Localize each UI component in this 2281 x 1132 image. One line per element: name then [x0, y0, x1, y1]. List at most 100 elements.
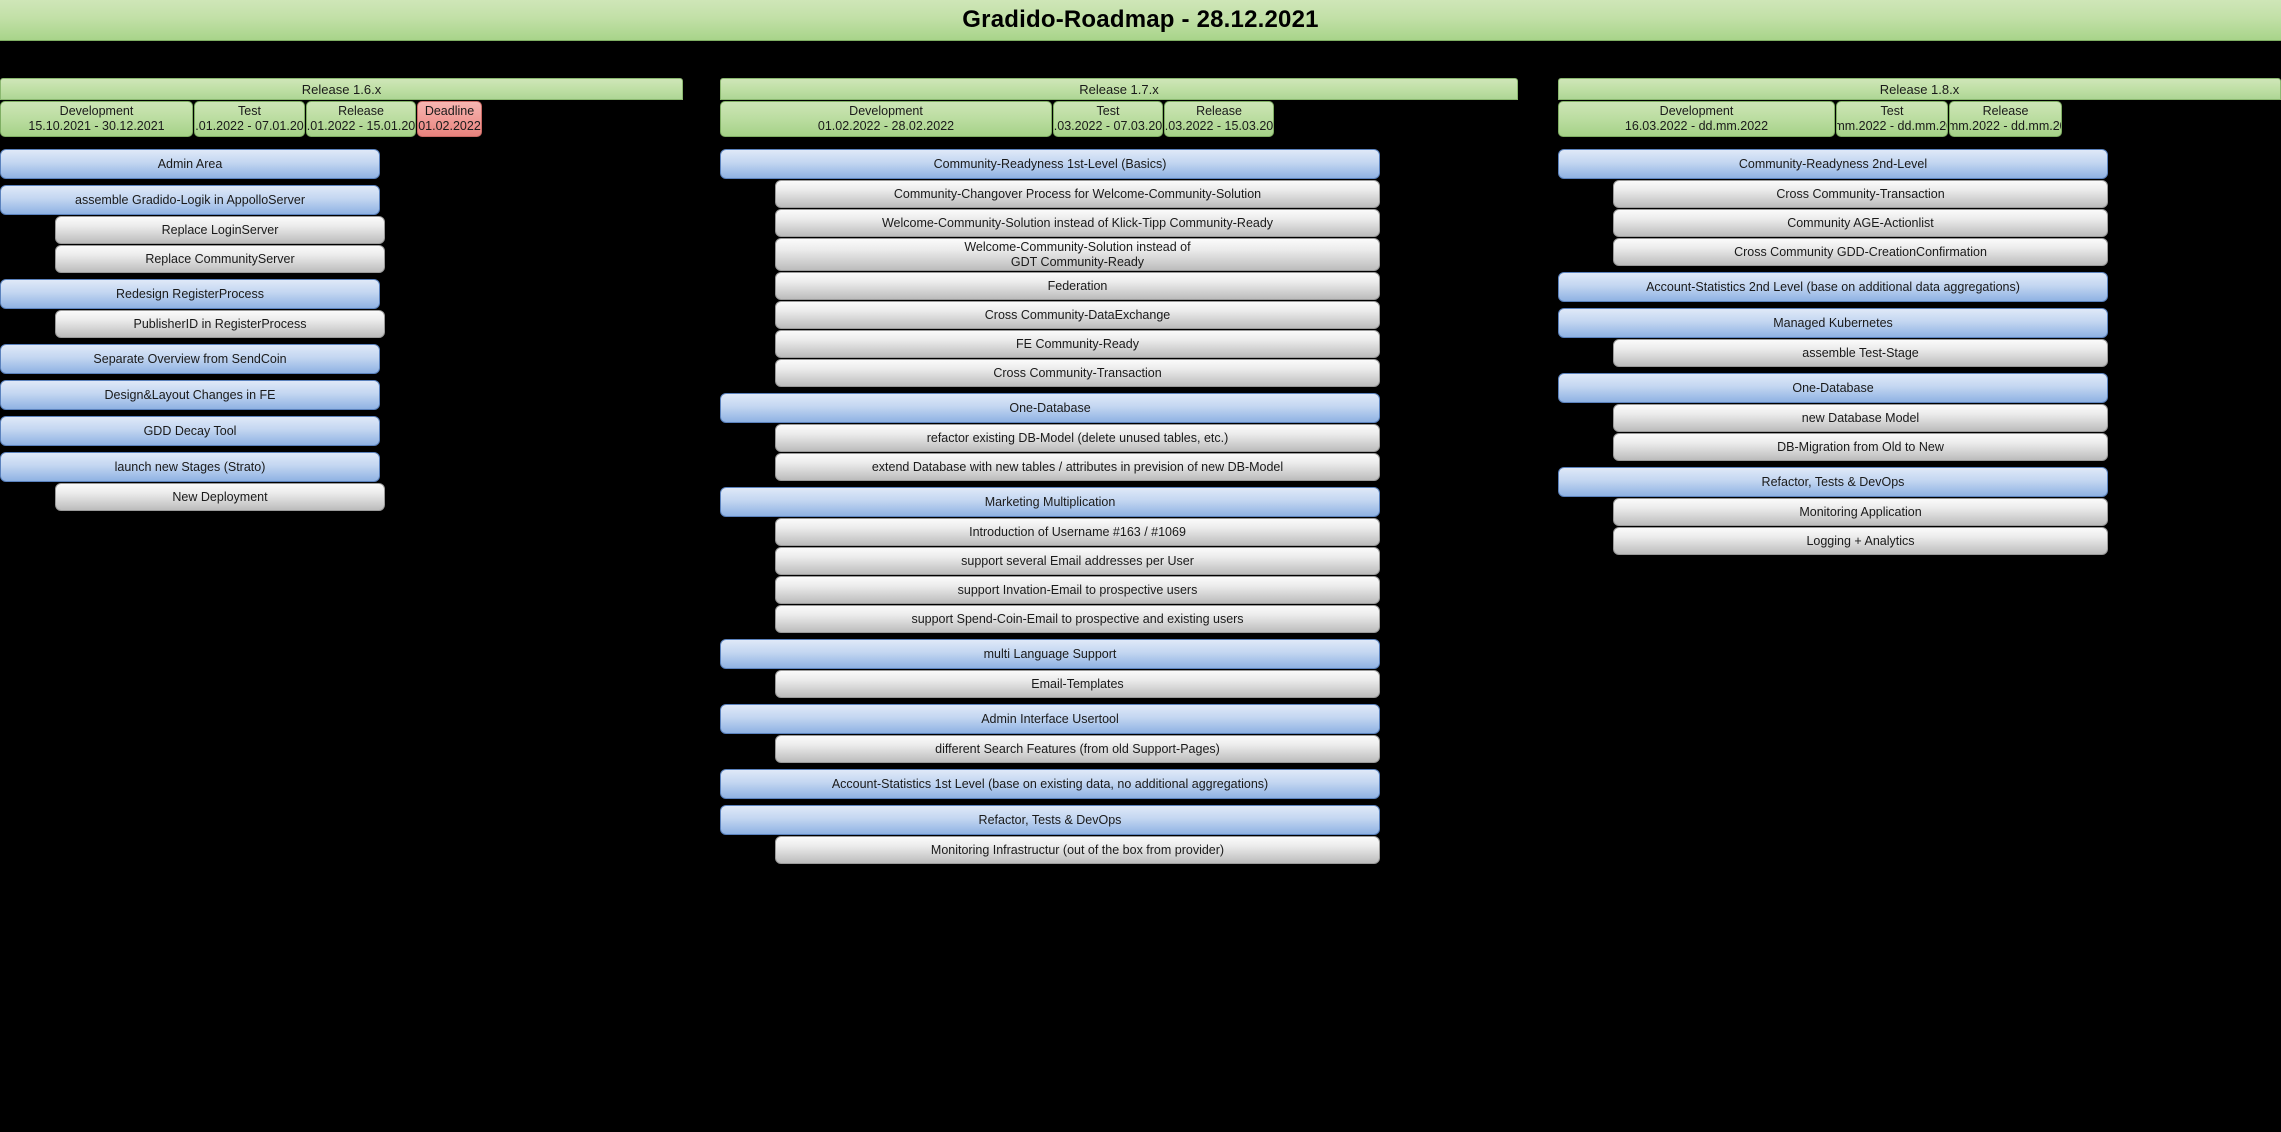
- task-row: DB-Migration from Old to New: [1558, 432, 2281, 461]
- task-row: Email-Templates: [720, 669, 1518, 698]
- task-sub[interactable]: Community AGE-Actionlist: [1613, 209, 2108, 237]
- task-main[interactable]: Admin Area: [0, 149, 380, 179]
- task-sub[interactable]: Monitoring Infrastructur (out of the box…: [775, 836, 1380, 864]
- task-main[interactable]: One-Database: [720, 393, 1380, 423]
- task-sub[interactable]: different Search Features (from old Supp…: [775, 735, 1380, 763]
- task-main[interactable]: Managed Kubernetes: [1558, 308, 2108, 338]
- task-main[interactable]: multi Language Support: [720, 639, 1380, 669]
- task-sub[interactable]: support Spend-Coin-Email to prospective …: [775, 605, 1380, 633]
- task-indent-spacer: [1558, 338, 1613, 367]
- phase-name: Test: [1096, 103, 1120, 118]
- task-sub[interactable]: Cross Community-Transaction: [775, 359, 1380, 387]
- task-sub[interactable]: Welcome-Community-Solution instead of GD…: [775, 238, 1380, 271]
- page-title-bar: Gradido-Roadmap - 28.12.2021: [0, 0, 2281, 41]
- task-row: Separate Overview from SendCoin: [0, 338, 683, 374]
- task-sub[interactable]: assemble Test-Stage: [1613, 339, 2108, 367]
- task-indent-spacer: [720, 546, 775, 575]
- task-sub[interactable]: Introduction of Username #163 / #1069: [775, 518, 1380, 546]
- task-row: Cross Community-Transaction: [1558, 179, 2281, 208]
- task-sub[interactable]: refactor existing DB-Model (delete unuse…: [775, 424, 1380, 452]
- phase-cell-test[interactable]: Test01.01.2022 - 07.01.2022: [194, 101, 305, 137]
- task-main[interactable]: launch new Stages (Strato): [0, 452, 380, 482]
- phase-cell-release[interactable]: Releasedd.mm.2022 - dd.mm.2022: [1949, 101, 2062, 137]
- task-indent-spacer: [720, 179, 775, 208]
- task-main[interactable]: Admin Interface Usertool: [720, 704, 1380, 734]
- task-main[interactable]: Community-Readyness 1st-Level (Basics): [720, 149, 1380, 179]
- phase-dates: 08.01.2022 - 15.01.2022: [306, 119, 416, 133]
- task-sub[interactable]: New Deployment: [55, 483, 385, 511]
- task-row: Admin Area: [0, 143, 683, 179]
- task-indent-spacer: [0, 309, 55, 338]
- task-main[interactable]: Marketing Multiplication: [720, 487, 1380, 517]
- task-row: New Deployment: [0, 482, 683, 511]
- task-sub[interactable]: Cross Community-DataExchange: [775, 301, 1380, 329]
- task-main[interactable]: Separate Overview from SendCoin: [0, 344, 380, 374]
- task-sub[interactable]: new Database Model: [1613, 404, 2108, 432]
- task-sub[interactable]: FE Community-Ready: [775, 330, 1380, 358]
- task-sub[interactable]: DB-Migration from Old to New: [1613, 433, 2108, 461]
- task-sub[interactable]: Welcome-Community-Solution instead of Kl…: [775, 209, 1380, 237]
- task-indent-spacer: [720, 669, 775, 698]
- phase-dates: 15.10.2021 - 30.12.2021: [28, 119, 165, 133]
- phase-dates: dd.mm.2022 - dd.mm.2022: [1949, 119, 2061, 133]
- task-row: Federation: [720, 271, 1518, 300]
- task-sub[interactable]: Email-Templates: [775, 670, 1380, 698]
- task-row: Refactor, Tests & DevOps: [1558, 461, 2281, 497]
- task-row: Replace CommunityServer: [0, 244, 683, 273]
- task-sub[interactable]: Replace LoginServer: [55, 216, 385, 244]
- task-sub[interactable]: Federation: [775, 272, 1380, 300]
- phase-cell-release[interactable]: Release08.01.2022 - 15.01.2022: [306, 101, 416, 137]
- task-row: Managed Kubernetes: [1558, 302, 2281, 338]
- task-row: Logging + Analytics: [1558, 526, 2281, 555]
- task-sub[interactable]: support several Email addresses per User: [775, 547, 1380, 575]
- task-sub[interactable]: support Invation-Email to prospective us…: [775, 576, 1380, 604]
- task-main[interactable]: Redesign RegisterProcess: [0, 279, 380, 309]
- phase-dates: 08.03.2022 - 15.03.2022: [1164, 119, 1274, 133]
- phase-cell-test[interactable]: Test01.03.2022 - 07.03.2022: [1053, 101, 1163, 137]
- task-row: different Search Features (from old Supp…: [720, 734, 1518, 763]
- task-main[interactable]: Refactor, Tests & DevOps: [720, 805, 1380, 835]
- task-main[interactable]: assemble Gradido-Logik in AppolloServer: [0, 185, 380, 215]
- task-indent-spacer: [0, 482, 55, 511]
- task-sub[interactable]: Logging + Analytics: [1613, 527, 2108, 555]
- task-row: Redesign RegisterProcess: [0, 273, 683, 309]
- task-main[interactable]: Community-Readyness 2nd-Level: [1558, 149, 2108, 179]
- task-indent-spacer: [1558, 179, 1613, 208]
- task-main[interactable]: Design&Layout Changes in FE: [0, 380, 380, 410]
- task-indent-spacer: [0, 215, 55, 244]
- task-indent-spacer: [720, 517, 775, 546]
- task-sub[interactable]: PublisherID in RegisterProcess: [55, 310, 385, 338]
- phase-name: Test: [238, 103, 261, 118]
- task-main[interactable]: Refactor, Tests & DevOps: [1558, 467, 2108, 497]
- task-row: Cross Community-Transaction: [720, 358, 1518, 387]
- task-main[interactable]: Account-Statistics 1st Level (base on ex…: [720, 769, 1380, 799]
- task-main[interactable]: One-Database: [1558, 373, 2108, 403]
- task-row: One-Database: [1558, 367, 2281, 403]
- phase-dates: 01.02.2022: [418, 119, 481, 133]
- task-main[interactable]: GDD Decay Tool: [0, 416, 380, 446]
- task-indent-spacer: [720, 575, 775, 604]
- phase-dates: 16.03.2022 - dd.mm.2022: [1624, 119, 1769, 133]
- phase-cell-release[interactable]: Release08.03.2022 - 15.03.2022: [1164, 101, 1274, 137]
- task-sub[interactable]: Cross Community GDD-CreationConfirmation: [1613, 238, 2108, 266]
- phase-dates: 01.01.2022 - 07.01.2022: [195, 119, 304, 133]
- task-row: Introduction of Username #163 / #1069: [720, 517, 1518, 546]
- phase-cell-test[interactable]: Testdd.mm.2022 - dd.mm.2022: [1836, 101, 1948, 137]
- task-sub[interactable]: Monitoring Application: [1613, 498, 2108, 526]
- task-sub[interactable]: extend Database with new tables / attrib…: [775, 453, 1380, 481]
- task-row: Community-Changover Process for Welcome-…: [720, 179, 1518, 208]
- task-indent-spacer: [1558, 403, 1613, 432]
- task-sub[interactable]: Replace CommunityServer: [55, 245, 385, 273]
- task-main[interactable]: Account-Statistics 2nd Level (base on ad…: [1558, 272, 2108, 302]
- task-row: PublisherID in RegisterProcess: [0, 309, 683, 338]
- task-indent-spacer: [720, 237, 775, 271]
- task-sub[interactable]: Cross Community-Transaction: [1613, 180, 2108, 208]
- task-sub[interactable]: Community-Changover Process for Welcome-…: [775, 180, 1380, 208]
